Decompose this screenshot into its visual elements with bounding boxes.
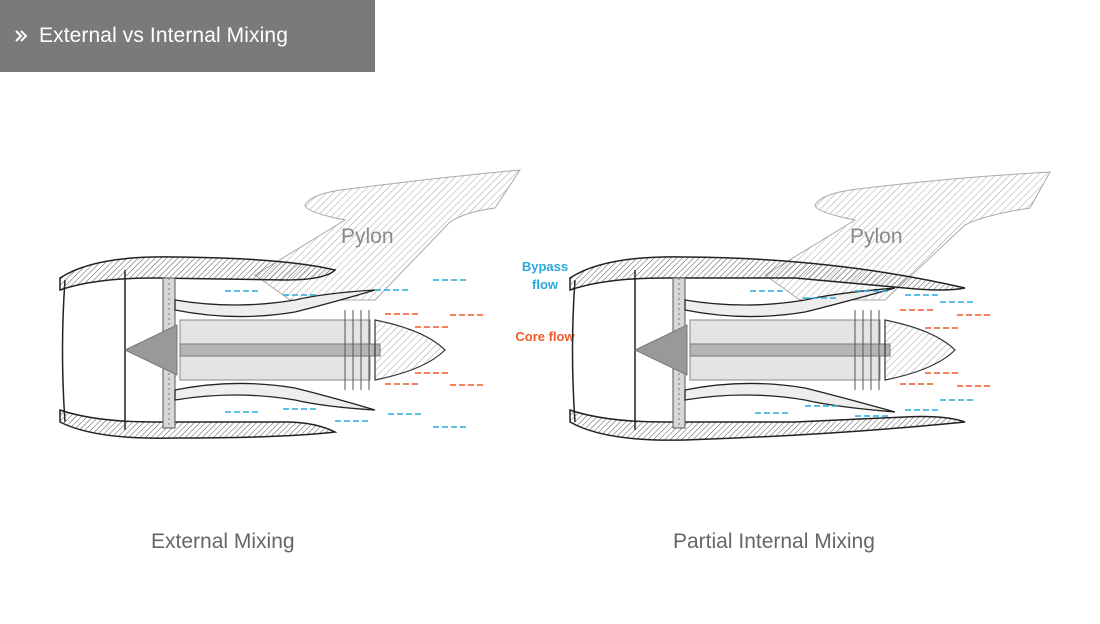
flow-legend: Bypass flow Core flow: [510, 258, 580, 346]
core-cowl-top: [174, 289, 376, 318]
pylon-label: Pylon: [341, 225, 394, 248]
pylon-label: Pylon: [850, 225, 903, 248]
core-flow-arrows: [900, 309, 993, 387]
bypass-flow-arrows: [750, 290, 975, 417]
partial-internal-mixing-diagram: Pylon: [565, 160, 1065, 460]
core-cowl-bottom: [684, 382, 896, 413]
core-flow-arrows: [385, 313, 483, 386]
nacelle-bottom: [59, 408, 338, 439]
exhaust-plug: [374, 319, 446, 381]
nacelle-top: [59, 256, 337, 292]
header-banner: External vs Internal Mixing: [0, 0, 375, 72]
spinner: [633, 324, 688, 376]
external-mixing-diagram: Pylon: [55, 160, 555, 460]
bypass-flow-arrows: [225, 279, 467, 428]
partial-internal-mixing-engine-svg: Pylon: [569, 171, 1051, 441]
nacelle-bottom: [569, 408, 966, 441]
partial-internal-mixing-caption: Partial Internal Mixing: [673, 530, 875, 553]
external-mixing-engine-svg: Pylon: [59, 169, 521, 439]
nacelle-top: [569, 256, 966, 292]
core-cowl-bottom: [174, 382, 376, 411]
exhaust-plug: [884, 319, 956, 381]
bypass-flow-label: Bypass flow: [521, 259, 569, 292]
double-chevron-right-icon: [15, 30, 28, 42]
core-flow-label: Core flow: [515, 329, 575, 344]
core-cowl-top: [684, 287, 896, 318]
page-title: External vs Internal Mixing: [39, 24, 288, 47]
spinner: [123, 324, 178, 376]
external-mixing-caption: External Mixing: [151, 530, 295, 553]
